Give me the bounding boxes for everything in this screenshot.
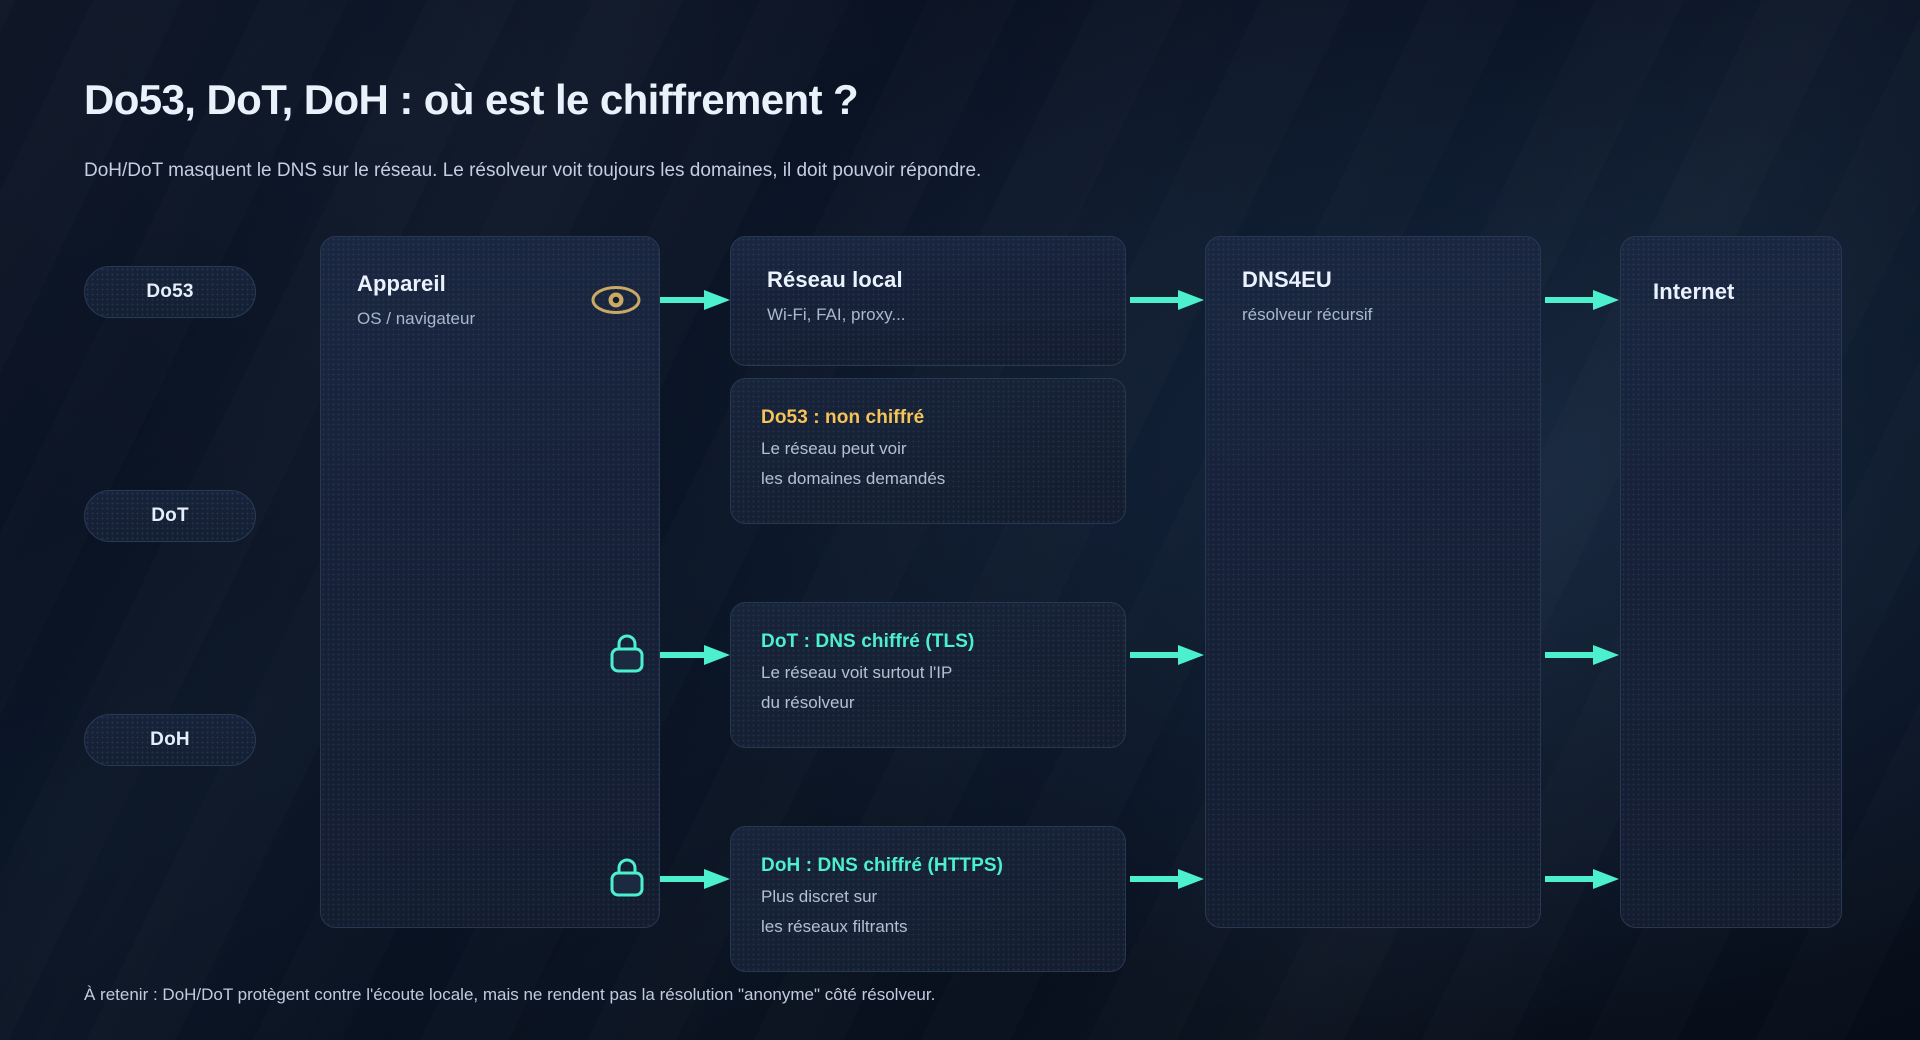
eye-icon bbox=[590, 280, 642, 320]
column-network-subtitle: Wi-Fi, FAI, proxy... bbox=[767, 305, 906, 324]
rail-pill-doh: DoH bbox=[84, 714, 256, 766]
rail-pill-do53-label: Do53 bbox=[146, 281, 194, 302]
column-resolver-subtitle: résolveur récursif bbox=[1242, 305, 1373, 324]
note-card-doh: DoH : DNS chiffré (HTTPS) Plus discret s… bbox=[730, 826, 1126, 972]
arrow-device-to-dot bbox=[660, 645, 730, 665]
column-card-internet: Internet bbox=[1620, 236, 1842, 928]
note-dot-line1: Le réseau voit surtout l'IP bbox=[761, 663, 953, 682]
note-dot-title: DoT : DNS chiffré (TLS) bbox=[761, 631, 975, 652]
arrow-resolver-to-internet-dot bbox=[1545, 645, 1619, 665]
arrow-device-to-network bbox=[660, 290, 730, 310]
note-doh-line2: les réseaux filtrants bbox=[761, 917, 908, 936]
footnote-text: À retenir : DoH/DoT protègent contre l'é… bbox=[84, 985, 936, 1004]
arrow-resolver-to-internet-doh bbox=[1545, 869, 1619, 889]
column-network-title: Réseau local bbox=[767, 267, 903, 292]
rail-pill-doh-label: DoH bbox=[150, 729, 190, 750]
arrow-dot-to-resolver bbox=[1130, 645, 1204, 665]
page-subtitle: DoH/DoT masquent le DNS sur le réseau. L… bbox=[84, 160, 982, 181]
arrow-resolver-to-internet bbox=[1545, 290, 1619, 310]
note-dot-line2: du résolveur bbox=[761, 693, 855, 712]
column-card-device: Appareil OS / navigateur bbox=[320, 236, 660, 928]
column-device-title: Appareil bbox=[357, 271, 446, 296]
note-doh-title: DoH : DNS chiffré (HTTPS) bbox=[761, 855, 1004, 876]
rail-pill-do53: Do53 bbox=[84, 266, 256, 318]
column-card-resolver: DNS4EU résolveur récursif bbox=[1205, 236, 1541, 928]
column-card-network: Réseau local Wi-Fi, FAI, proxy... bbox=[730, 236, 1126, 366]
column-device-subtitle: OS / navigateur bbox=[357, 309, 476, 328]
note-do53-line1: Le réseau peut voir bbox=[761, 439, 907, 458]
note-card-dot: DoT : DNS chiffré (TLS) Le réseau voit s… bbox=[730, 602, 1126, 748]
lock-icon bbox=[608, 632, 646, 676]
rail-pill-dot: DoT bbox=[84, 490, 256, 542]
page-title: Do53, DoT, DoH : où est le chiffrement ? bbox=[84, 76, 859, 123]
column-internet-title: Internet bbox=[1653, 279, 1735, 304]
arrow-doh-to-resolver bbox=[1130, 869, 1204, 889]
column-resolver-title: DNS4EU bbox=[1242, 267, 1332, 292]
lock-icon bbox=[608, 856, 646, 900]
note-do53-title: Do53 : non chiffré bbox=[761, 407, 925, 428]
arrow-device-to-doh bbox=[660, 869, 730, 889]
rail-pill-dot-label: DoT bbox=[151, 505, 189, 526]
arrow-network-to-resolver bbox=[1130, 290, 1204, 310]
note-doh-line1: Plus discret sur bbox=[761, 887, 878, 906]
note-do53-line2: les domaines demandés bbox=[761, 469, 946, 488]
note-card-do53: Do53 : non chiffré Le réseau peut voir l… bbox=[730, 378, 1126, 524]
